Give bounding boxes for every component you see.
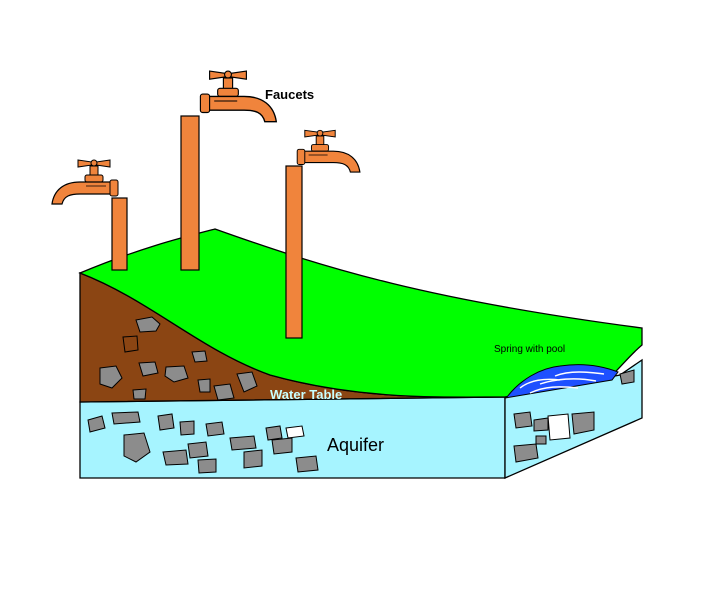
rock-icon: [619, 369, 635, 385]
faucet-middle-assembly: [180, 70, 277, 271]
spring-label: Spring with pool: [494, 344, 565, 355]
rock-icon: [162, 449, 189, 466]
rock-icon: [111, 411, 141, 425]
rock-icon: [187, 441, 209, 459]
faucet-icon: [52, 160, 118, 204]
rock-icon: [285, 425, 305, 439]
faucet-right-assembly: [285, 129, 361, 339]
spring-pool: [504, 364, 619, 399]
water-table-label: Water Table: [270, 387, 342, 402]
rock-icon: [213, 383, 235, 401]
rock-icon: [513, 411, 533, 429]
rock-icon: [179, 420, 195, 436]
faucet-left-assembly: [52, 160, 128, 271]
rock-icon: [295, 455, 319, 473]
grass-surface: [78, 228, 643, 398]
rock-icon: [535, 435, 547, 445]
rock-icon: [271, 437, 293, 455]
rock-icon: [191, 350, 208, 363]
rock-icon: [135, 316, 161, 333]
rock-icon: [513, 443, 539, 463]
rock-icon: [197, 458, 217, 474]
rock-icon: [138, 361, 159, 377]
soil-rocks: [99, 316, 258, 401]
rock-icon: [205, 421, 225, 437]
faucets-label: Faucets: [265, 87, 314, 102]
rock-icon: [265, 425, 283, 441]
faucet-icon: [296, 129, 361, 173]
pipe: [111, 197, 128, 271]
rock-icon: [243, 449, 263, 469]
pipe: [285, 165, 303, 339]
rock-icon: [123, 432, 151, 463]
rock-icon: [547, 413, 571, 441]
rock-icon: [164, 365, 189, 383]
pipe: [180, 115, 200, 271]
rock-icon: [157, 413, 175, 431]
rock-icon: [571, 411, 595, 435]
aquifer-rocks: [87, 369, 635, 474]
rock-icon: [87, 415, 106, 433]
aquifer-label: Aquifer: [327, 435, 384, 455]
rock-icon: [533, 417, 549, 432]
rock-icon: [197, 378, 211, 393]
rock-icon: [132, 388, 147, 400]
rock-icon: [229, 435, 257, 451]
rock-icon: [99, 365, 123, 389]
rock-icon: [236, 371, 258, 393]
rock-icon: [122, 335, 139, 353]
